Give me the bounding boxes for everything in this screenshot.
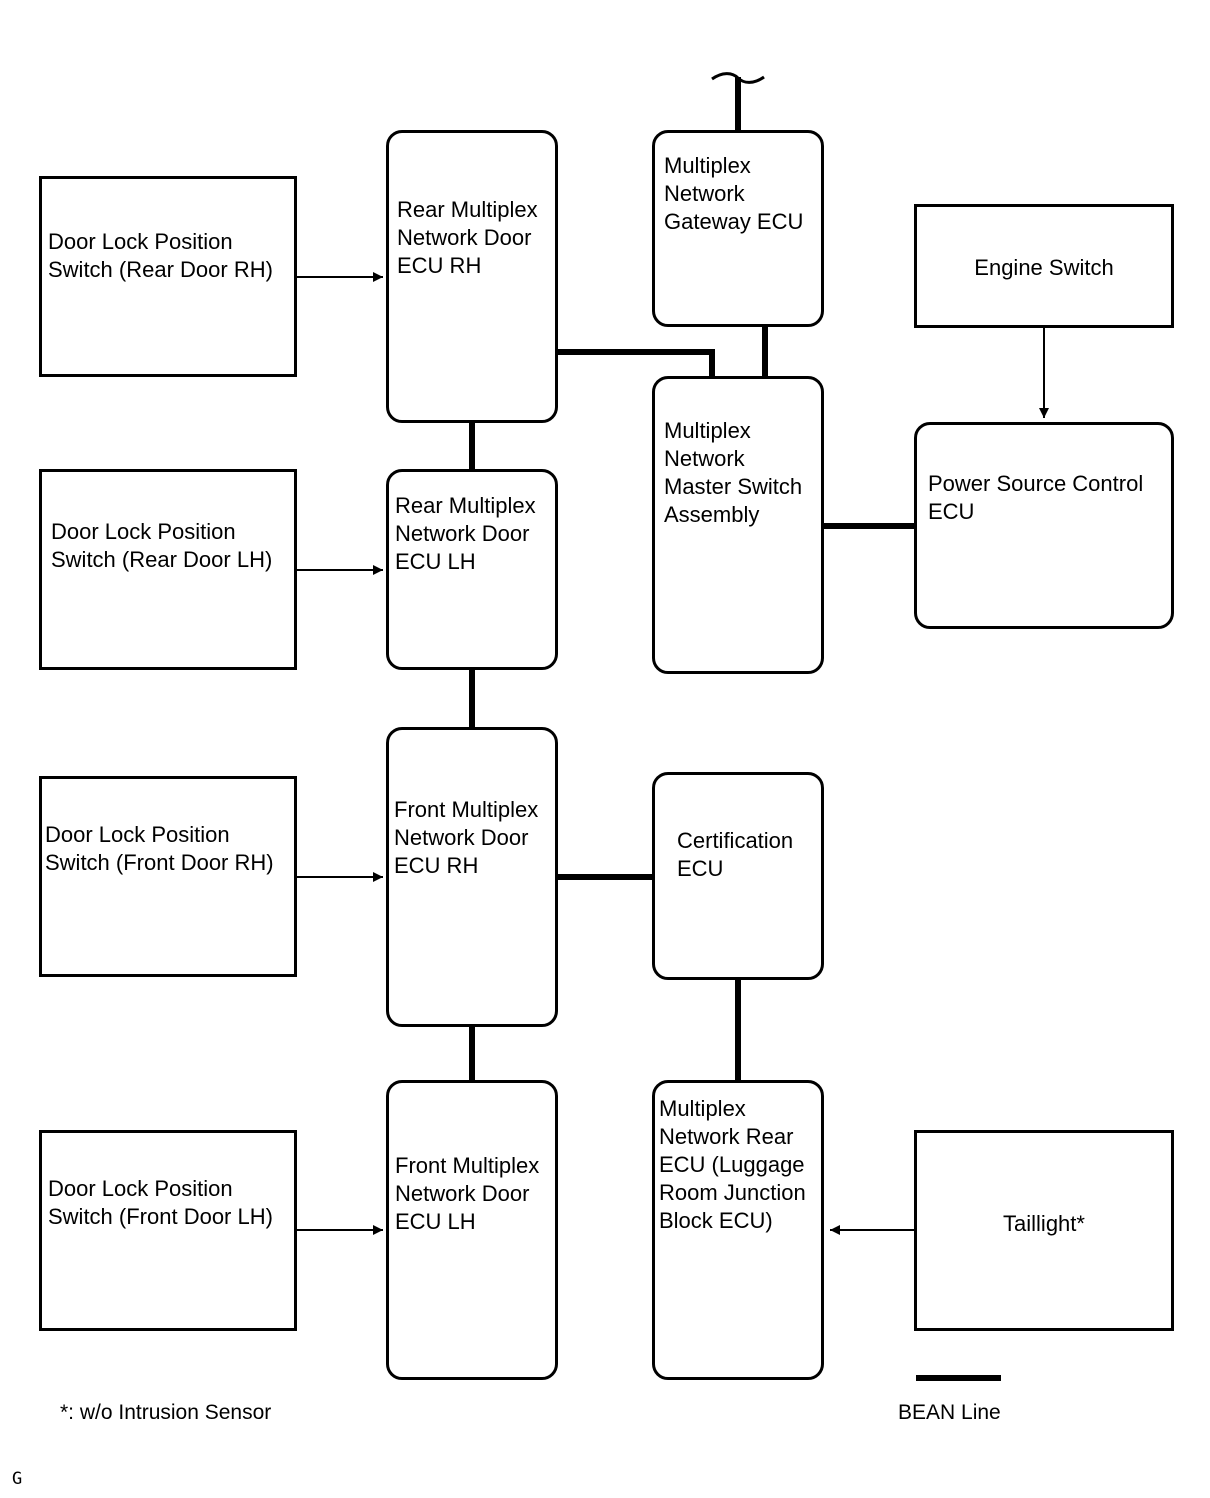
taillight-label: Taillight* [1003, 1211, 1085, 1236]
rear-door-ecu-lh: Rear Multiplex Network Door ECU LH [386, 469, 558, 670]
bean-line-break [711, 72, 765, 84]
power-source-control-ecu: Power Source Control ECU [914, 422, 1174, 629]
front-door-ecu-rh: Front Multiplex Network Door ECU RH [386, 727, 558, 1027]
front-door-ecu-lh: Front Multiplex Network Door ECU LH [386, 1080, 558, 1380]
gateway-ecu-label: Multiplex Network Gateway ECU [664, 153, 804, 234]
engine-switch: Engine Switch [914, 204, 1174, 328]
master-switch-assembly: Multiplex Network Master Switch Assembly [652, 376, 824, 674]
corner-mark: G [12, 1469, 23, 1489]
switch-rear-door-lh-label: Door Lock Position Switch (Rear Door LH) [51, 519, 273, 572]
rear-door-ecu-rh-label: Rear Multiplex Network Door ECU RH [397, 197, 538, 278]
certification-ecu: Certification ECU [652, 772, 824, 980]
switch-front-door-lh-label: Door Lock Position Switch (Front Door LH… [48, 1176, 273, 1229]
engine-switch-label: Engine Switch [974, 255, 1114, 280]
front-door-ecu-lh-label: Front Multiplex Network Door ECU LH [395, 1153, 540, 1234]
legend-label: BEAN Line [898, 1401, 1001, 1424]
switch-rear-door-rh-label: Door Lock Position Switch (Rear Door RH) [48, 229, 273, 282]
footnote: *: w/o Intrusion Sensor [60, 1401, 272, 1424]
switch-rear-door-lh: Door Lock Position Switch (Rear Door LH) [39, 469, 297, 670]
master-switch-assembly-label: Multiplex Network Master Switch Assembly [664, 418, 803, 527]
switch-front-door-rh: Door Lock Position Switch (Front Door RH… [39, 776, 297, 977]
power-source-control-ecu-label: Power Source Control ECU [928, 471, 1144, 524]
front-door-ecu-rh-label: Front Multiplex Network Door ECU RH [394, 797, 539, 878]
rear-door-ecu-lh-label: Rear Multiplex Network Door ECU LH [395, 493, 536, 574]
certification-ecu-label: Certification ECU [677, 828, 794, 881]
bean-rearrh-master [557, 349, 715, 378]
switch-front-door-lh: Door Lock Position Switch (Front Door LH… [39, 1130, 297, 1331]
switch-front-door-rh-label: Door Lock Position Switch (Front Door RH… [45, 822, 274, 875]
rear-door-ecu-rh: Rear Multiplex Network Door ECU RH [386, 130, 558, 423]
rear-ecu: Multiplex Network Rear ECU (Luggage Room… [652, 1080, 824, 1380]
switch-rear-door-rh: Door Lock Position Switch (Rear Door RH) [39, 176, 297, 377]
rear-ecu-label: Multiplex Network Rear ECU (Luggage Room… [659, 1096, 806, 1233]
gateway-ecu: Multiplex Network Gateway ECU [652, 130, 824, 327]
taillight: Taillight* [914, 1130, 1174, 1331]
